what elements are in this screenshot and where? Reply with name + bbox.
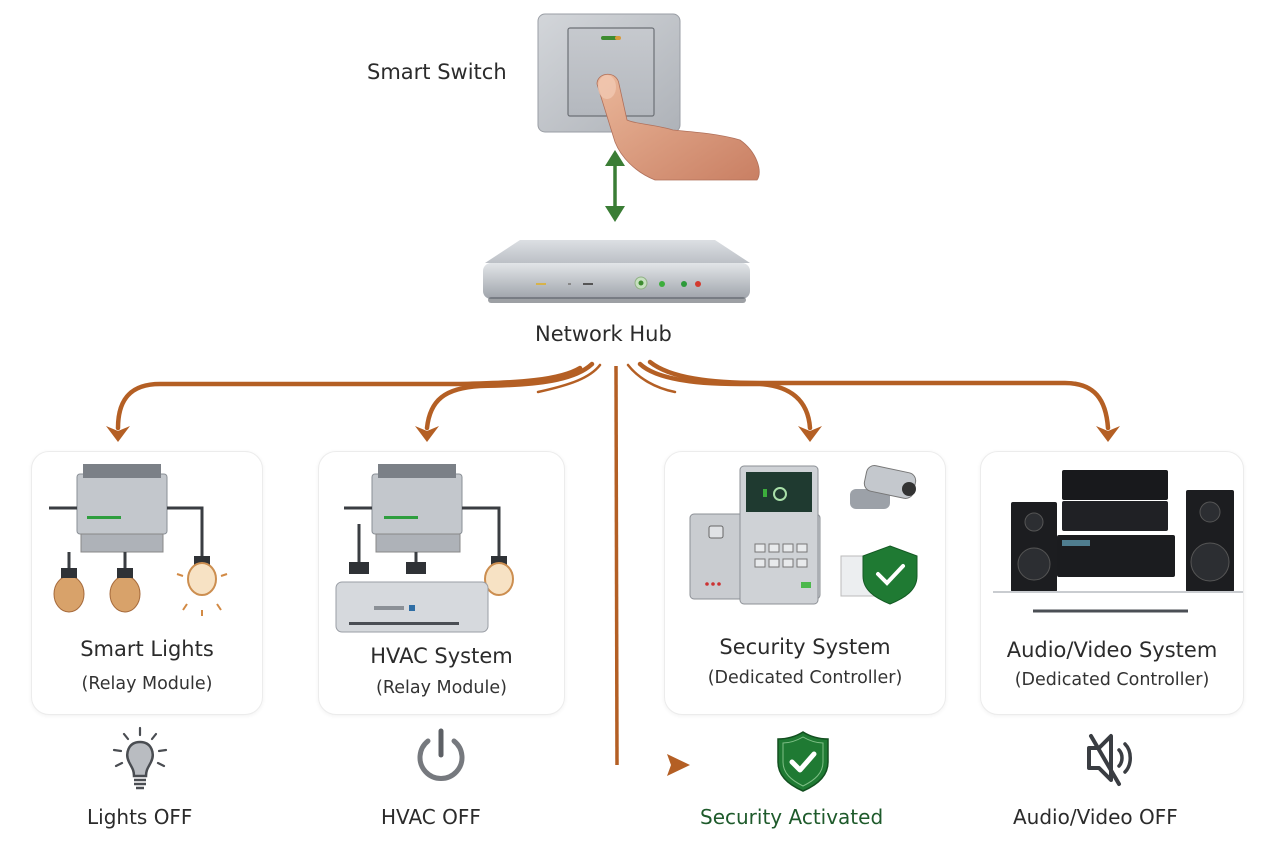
status-label-hvac: HVAC OFF <box>381 805 481 829</box>
status-label-security: Security Activated <box>700 805 884 829</box>
lightbulb-icon <box>112 726 168 790</box>
speaker-muted-icon <box>1087 734 1132 786</box>
arrow-to-security-status <box>614 365 619 766</box>
switch-led <box>601 36 619 40</box>
shield-check-icon <box>777 731 829 792</box>
arrow-to-audio-video <box>647 359 1111 431</box>
signal-arc-left <box>536 363 602 394</box>
device-subtitle: (Dedicated Controller) <box>707 668 903 688</box>
alarm-panel-camera-shield-icon <box>689 465 918 605</box>
device-card-hvac[interactable]: HVAC System (Relay Module) <box>318 451 565 715</box>
device-subtitle: (Relay Module) <box>81 674 213 694</box>
device-card-security[interactable]: Security System (Dedicated Controller) <box>664 451 946 715</box>
arrow-to-smart-lights <box>115 365 583 431</box>
smart-switch-illustration[interactable] <box>535 12 775 187</box>
arrowhead-smart-lights <box>106 426 130 442</box>
arrowhead-audio-video <box>1096 426 1120 442</box>
arrowhead-security <box>798 426 822 442</box>
device-card-audio-video[interactable]: Audio/Video System (Dedicated Controller… <box>980 451 1244 715</box>
status-label-audio-video: Audio/Video OFF <box>1013 805 1178 829</box>
network-hub-illustration[interactable] <box>480 237 755 317</box>
arrowhead-security-status <box>667 754 690 776</box>
power-icon <box>417 728 465 781</box>
relay-with-ac-unit-icon <box>335 464 514 633</box>
device-subtitle: (Dedicated Controller) <box>1014 670 1210 690</box>
smart-switch-label: Smart Switch <box>367 60 507 84</box>
device-card-smart-lights[interactable]: Smart Lights (Relay Module) <box>31 451 263 715</box>
device-subtitle: (Relay Module) <box>376 678 507 698</box>
device-title: Audio/Video System <box>1006 638 1218 662</box>
sync-arrow <box>605 150 625 222</box>
device-title: Security System <box>719 635 891 659</box>
device-title: Smart Lights <box>80 637 214 661</box>
arrow-to-hvac <box>424 361 595 431</box>
signal-arc-right <box>626 363 677 394</box>
status-label-lights: Lights OFF <box>87 805 193 829</box>
device-title: HVAC System <box>370 644 513 668</box>
network-hub-label: Network Hub <box>535 322 672 346</box>
arrowhead-hvac <box>415 426 439 442</box>
stereo-stack-speakers-icon <box>993 470 1243 613</box>
relay-with-bulbs-icon <box>49 464 228 616</box>
arrow-to-security <box>637 361 813 431</box>
